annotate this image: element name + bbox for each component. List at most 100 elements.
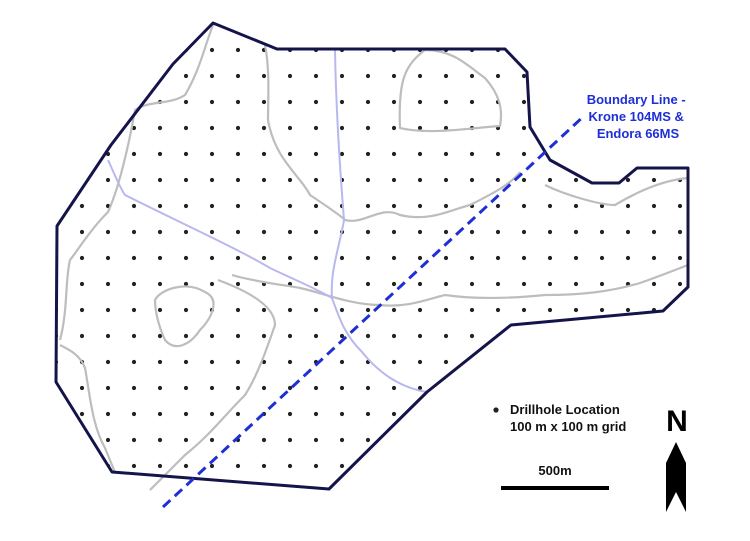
drillhole [313, 255, 319, 261]
drillhole [651, 333, 657, 339]
drillhole [183, 307, 189, 313]
drillhole [235, 203, 241, 209]
legend: Drillhole Location 100 m x 100 m grid [493, 402, 626, 434]
drillhole [599, 307, 605, 313]
drillhole [573, 177, 579, 183]
drillhole [443, 359, 449, 365]
drillhole [677, 47, 683, 53]
drillhole [183, 151, 189, 157]
drillhole [287, 229, 293, 235]
drillhole [105, 281, 111, 287]
drillhole [131, 437, 137, 443]
drillhole [157, 125, 163, 131]
drillhole [547, 307, 553, 313]
drillhole [183, 333, 189, 339]
drillhole [417, 255, 423, 261]
drillhole [157, 255, 163, 261]
drillhole [105, 177, 111, 183]
drillhole [573, 333, 579, 339]
drillhole [56, 203, 59, 209]
drillhole [573, 23, 579, 27]
drillhole [365, 151, 371, 157]
drillhole [339, 99, 345, 105]
drillhole [417, 385, 423, 391]
drillhole [209, 333, 215, 339]
drillhole [261, 359, 267, 365]
drillhole [313, 411, 319, 417]
drillhole [651, 411, 657, 417]
drillhole [573, 359, 579, 365]
drillhole [391, 23, 397, 27]
drillhole [288, 490, 292, 494]
drillhole [469, 151, 475, 157]
drillhole [417, 99, 423, 105]
boundary-line [161, 113, 587, 509]
drillhole [417, 359, 423, 365]
drillhole [391, 463, 397, 469]
contour-central-lower [231, 273, 446, 307]
drillhole [573, 437, 579, 443]
north-arrow-icon [666, 442, 686, 512]
drillhole [600, 490, 604, 494]
drillhole [417, 307, 423, 313]
drillhole [105, 99, 111, 105]
drillhole [261, 463, 267, 469]
drillhole [469, 385, 475, 391]
drillhole [469, 177, 475, 183]
drillhole [417, 411, 423, 417]
drillhole [183, 385, 189, 391]
drillhole [183, 177, 189, 183]
drillhole [209, 463, 215, 469]
drillhole [261, 255, 267, 261]
drillhole [313, 177, 319, 183]
drillhole [287, 411, 293, 417]
drillhole [443, 229, 449, 235]
contour-southwest [59, 344, 116, 473]
drillhole [521, 99, 527, 105]
drillhole [391, 281, 397, 287]
drillhole [443, 203, 449, 209]
drillhole [157, 385, 163, 391]
drillhole [599, 177, 605, 183]
drillhole [105, 437, 111, 443]
drillhole [339, 125, 345, 131]
drillhole [313, 333, 319, 339]
drillhole [443, 281, 449, 287]
drillhole [131, 411, 137, 417]
streams [107, 49, 428, 393]
drillhole [652, 490, 656, 494]
drillhole [677, 281, 683, 287]
drillhole [495, 359, 501, 365]
drillhole [391, 73, 397, 79]
drillhole [443, 255, 449, 261]
drillhole [677, 229, 683, 235]
drillhole [391, 203, 397, 209]
drillhole [287, 333, 293, 339]
drillhole [391, 229, 397, 235]
drillhole [651, 359, 657, 365]
drillhole [365, 125, 371, 131]
drillhole [495, 437, 501, 443]
drillhole [339, 359, 345, 365]
drillhole [573, 203, 579, 209]
drillhole [625, 359, 631, 365]
boundary-label-line3: Endora 66MS [597, 126, 680, 141]
drillhole [443, 151, 449, 157]
drillhole [209, 125, 215, 131]
drillhole [365, 385, 371, 391]
drillhole [469, 255, 475, 261]
drillhole [417, 23, 423, 27]
drillhole [443, 73, 449, 79]
drillhole [209, 151, 215, 157]
drillhole [625, 47, 631, 53]
drillhole [209, 73, 215, 79]
drillhole [625, 203, 631, 209]
drillhole [105, 307, 111, 313]
drillhole [313, 281, 319, 287]
drillhole [521, 151, 527, 157]
drillhole [157, 177, 163, 183]
drillhole [79, 307, 85, 313]
drillhole [183, 463, 189, 469]
drillhole [79, 255, 85, 261]
